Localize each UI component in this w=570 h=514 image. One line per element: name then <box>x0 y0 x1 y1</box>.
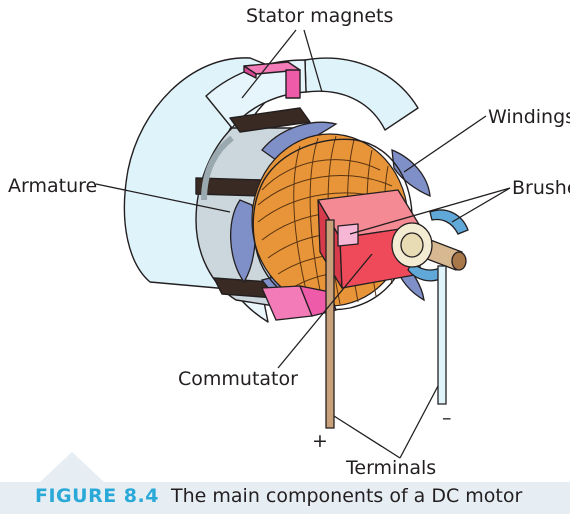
label-plus: + <box>312 430 328 452</box>
label-brushes: Brushes <box>512 177 570 199</box>
shaft <box>392 223 466 270</box>
figure-caption: FIGURE 8.4 The main components of a DC m… <box>35 485 522 507</box>
figure-number: FIGURE 8.4 <box>35 485 159 507</box>
caption-tab <box>40 452 104 482</box>
brush-holder <box>262 286 336 320</box>
caption-text: The main components of a DC motor <box>171 485 522 507</box>
label-windings: Windings <box>488 106 570 128</box>
label-minus: – <box>442 407 452 429</box>
label-stator-magnets: Stator magnets <box>246 5 393 27</box>
label-commutator: Commutator <box>178 368 298 390</box>
figure-caption-area: FIGURE 8.4 The main components of a DC m… <box>0 452 570 514</box>
label-armature: Armature <box>8 175 97 197</box>
